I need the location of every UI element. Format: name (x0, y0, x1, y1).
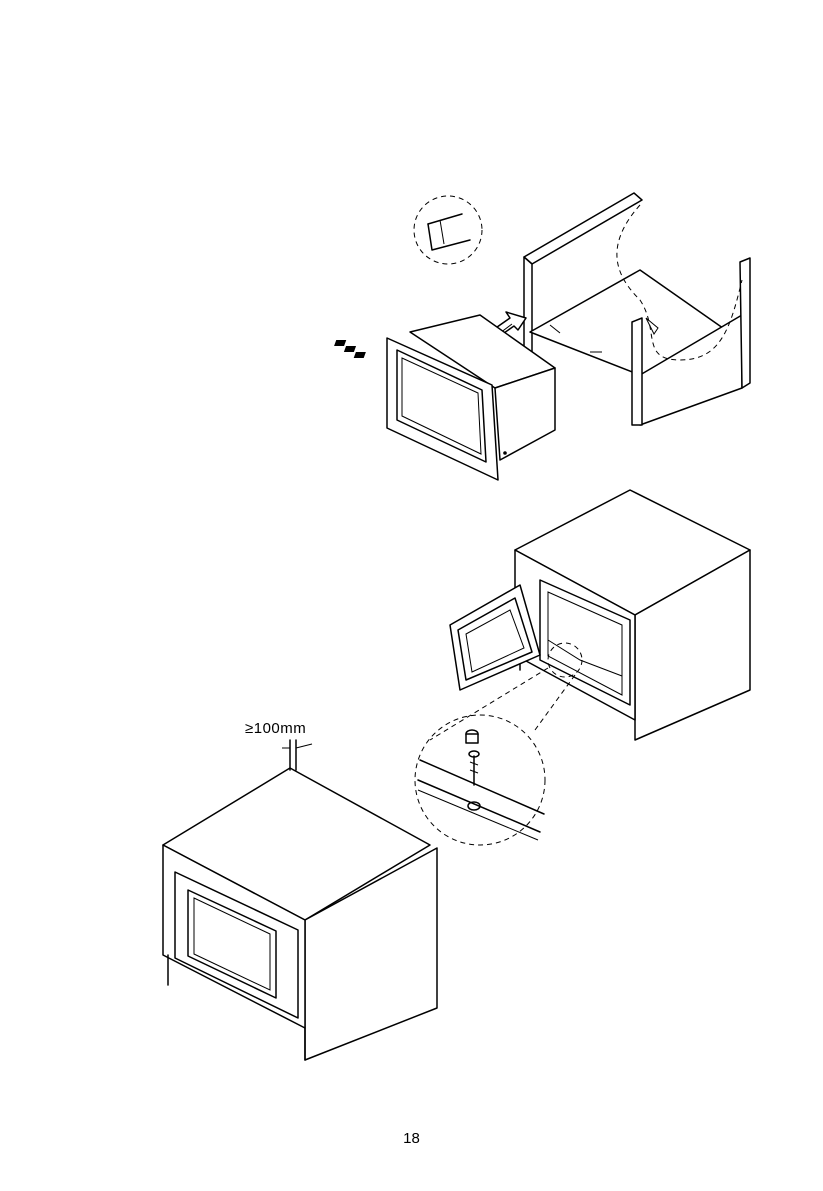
installed-cabinet (163, 768, 437, 1060)
bracket-detail-circle (414, 196, 482, 264)
clearance-label: ≥100mm (245, 720, 306, 737)
microwave-unit (334, 315, 555, 480)
page-number: 18 (0, 1130, 823, 1147)
cabinet-with-microwave (515, 490, 750, 740)
clearance-dimension (282, 740, 312, 770)
cabinet-frame-open (524, 193, 750, 425)
